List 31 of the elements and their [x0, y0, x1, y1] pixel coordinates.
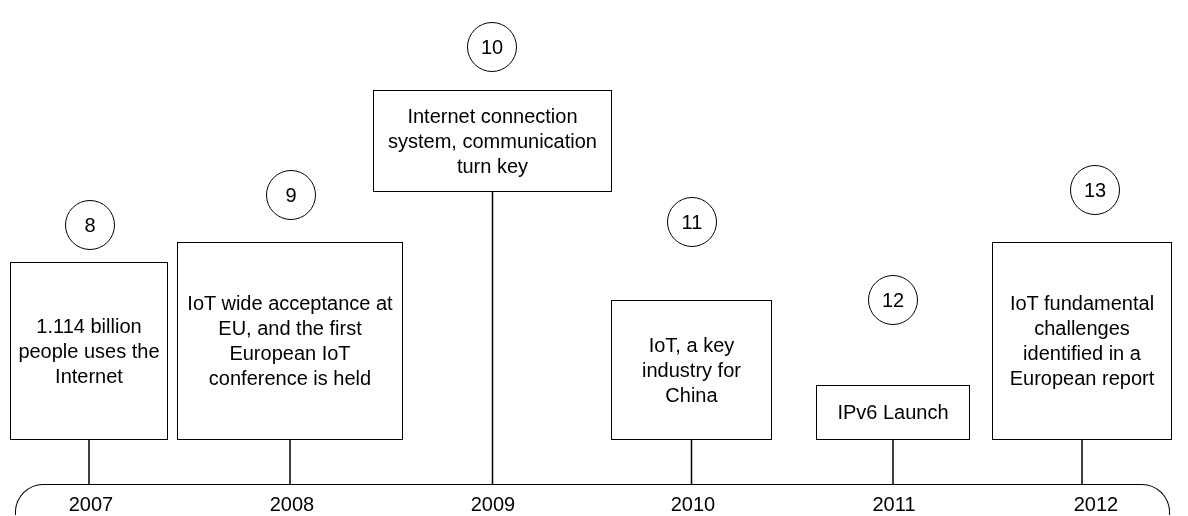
- event-box: [611, 300, 772, 440]
- event-number: 10: [480, 34, 504, 60]
- year-label: 2008: [269, 493, 315, 515]
- event-text: Internet connection system, communication turn key: [387, 103, 598, 179]
- event-number: 11: [681, 209, 703, 235]
- event-text: IoT wide acceptance at EU, and the first European IoT conference is held: [186, 291, 394, 391]
- event-box: [816, 385, 970, 440]
- year-label: 2009: [470, 493, 516, 515]
- connector-line: [88, 439, 90, 485]
- year-label: 2012: [1073, 493, 1119, 515]
- year-label: 2010: [670, 493, 716, 515]
- year-label: 2007: [68, 493, 114, 515]
- event-text: IoT, a key industry for China: [641, 332, 742, 408]
- connector-line: [491, 191, 494, 485]
- event-box: [373, 90, 612, 192]
- event-number: 9: [285, 182, 297, 208]
- year-label: 2011: [872, 493, 916, 515]
- event-box: [10, 262, 168, 440]
- event-number: 12: [881, 287, 905, 313]
- event-text: IPv6 Launch: [837, 400, 949, 425]
- timeline-bar: [15, 484, 1170, 515]
- event-box: [177, 242, 403, 440]
- connector-line: [289, 439, 291, 485]
- connector-line: [892, 439, 894, 485]
- event-number: 8: [84, 212, 96, 238]
- event-text: IoT fundamental challenges identified in a European report: [1008, 291, 1156, 391]
- event-text: 1.114 billion people uses the Internet: [17, 313, 161, 389]
- event-box: [992, 242, 1172, 440]
- connector-line: [690, 439, 693, 485]
- event-number: 13: [1083, 177, 1107, 203]
- connector-line: [1081, 439, 1083, 485]
